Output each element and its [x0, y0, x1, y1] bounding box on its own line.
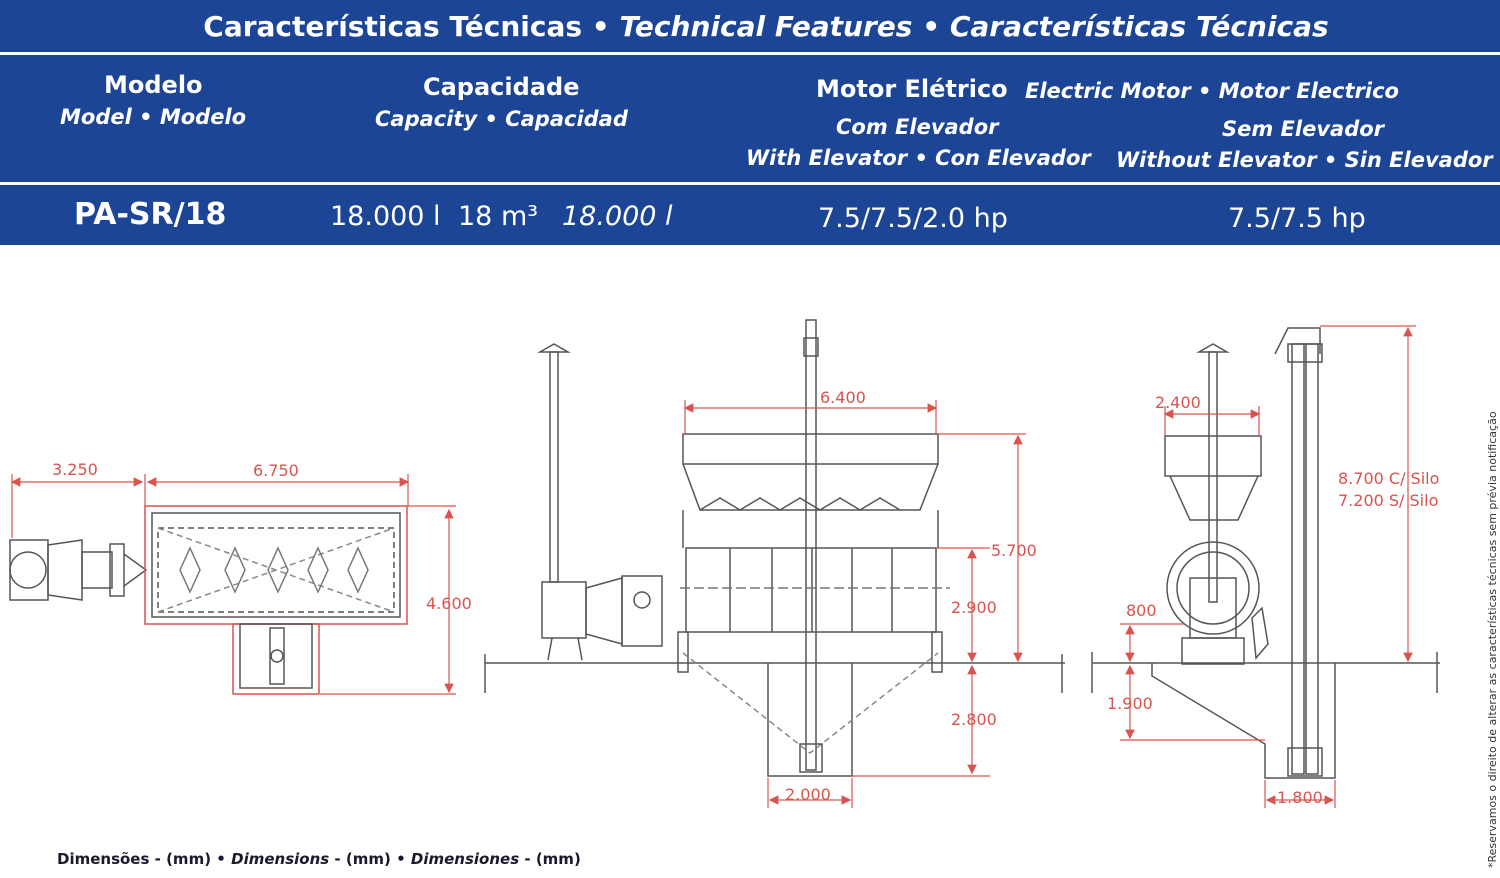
dim-front-width: 6.400: [820, 388, 866, 407]
dimensions-footnote: Dimensões - (mm) • Dimensions - (mm) • D…: [57, 850, 581, 868]
front-view: [484, 319, 1065, 777]
col-model-en-es: Model • Modelo: [60, 105, 247, 129]
col-with-elevator-en-es: With Elevator • Con Elevador: [746, 146, 1091, 170]
col-capacity-en-es: Capacity • Capacidad: [375, 107, 628, 131]
col-motor-pt: Motor Elétrico: [816, 75, 1008, 103]
col-capacity-pt: Capacidade: [423, 73, 580, 101]
row-capacity-m3: 18 m³: [458, 201, 539, 232]
side-view-dimensions: [1120, 325, 1416, 808]
dim-side-width: 2.400: [1155, 393, 1201, 412]
title-band: Características Técnicas • Technical Fea…: [0, 0, 1500, 55]
top-view: [9, 505, 408, 695]
page-title: Características Técnicas • Technical Fea…: [203, 10, 1329, 43]
table-row: PA-SR/18 18.000 l 18 m³ 18.000 l 7.5/7.5…: [0, 185, 1500, 245]
col-model-pt: Modelo: [104, 71, 203, 99]
col-without-elevator-pt: Sem Elevador: [1222, 117, 1385, 141]
dim-top-main: 6.750: [253, 461, 299, 480]
side-view: [1091, 327, 1440, 779]
row-capacity-l: 18.000 l: [330, 201, 441, 232]
dim-side-pit-width: 1.800: [1277, 788, 1323, 807]
dim-front-drum: 2.900: [951, 598, 997, 617]
technical-drawing: 3.250 6.750 4.600: [9, 319, 1440, 808]
row-capacity-l-es: 18.000 l: [562, 201, 673, 232]
row-model: PA-SR/18: [74, 197, 227, 232]
top-view-dimensions: [10, 474, 456, 695]
dim-front-pit-depth: 2.800: [951, 710, 997, 729]
dim-top-height: 4.600: [426, 594, 472, 613]
table-header: Modelo Model • Modelo Capacidade Capacit…: [0, 55, 1500, 185]
col-with-elevator-pt: Com Elevador: [836, 115, 999, 139]
col-motor-en-es: Electric Motor • Motor Electrico: [1025, 79, 1399, 103]
dim-side-height-no-silo: 7.200 S/ Silo: [1338, 491, 1438, 510]
row-motor-without: 7.5/7.5 hp: [1228, 203, 1366, 234]
dim-top-left: 3.250: [52, 460, 98, 479]
row-motor-with: 7.5/7.5/2.0 hp: [818, 203, 1008, 234]
col-without-elevator-en-es: Without Elevator • Sin Elevador: [1116, 148, 1493, 172]
dim-front-height: 5.700: [991, 541, 1037, 560]
dim-side-base: 800: [1126, 601, 1157, 620]
dim-side-pit: 1.900: [1107, 694, 1153, 713]
dim-front-pit-width: 2.000: [785, 785, 831, 804]
dim-side-height-silo: 8.700 C/ Silo: [1338, 469, 1439, 488]
disclaimer-note: *Reservamos o direito de alterar as cara…: [1486, 411, 1499, 868]
front-view-dimensions: [683, 400, 1026, 808]
